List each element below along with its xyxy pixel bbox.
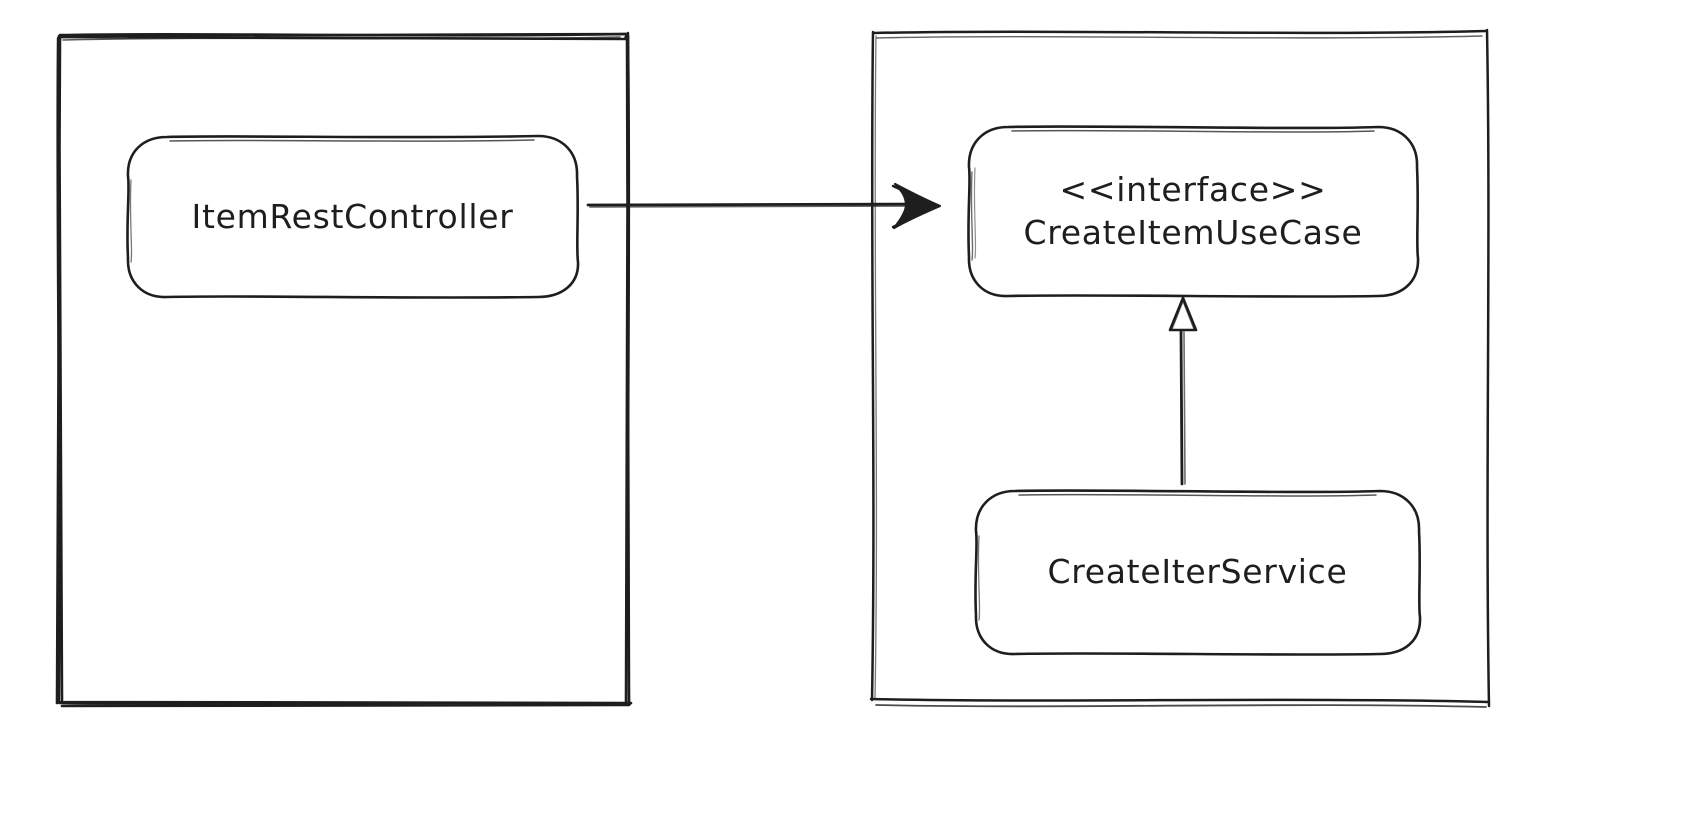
dependency-arrow[interactable] bbox=[586, 182, 942, 230]
realization-arrow[interactable] bbox=[1168, 296, 1198, 486]
item-rest-controller-shape[interactable] bbox=[126, 134, 580, 299]
right-package-container[interactable] bbox=[869, 28, 1491, 708]
create-item-use-case-shape[interactable] bbox=[967, 125, 1420, 298]
left-package-container[interactable] bbox=[55, 31, 633, 708]
create-iter-service-shape[interactable] bbox=[974, 489, 1422, 656]
